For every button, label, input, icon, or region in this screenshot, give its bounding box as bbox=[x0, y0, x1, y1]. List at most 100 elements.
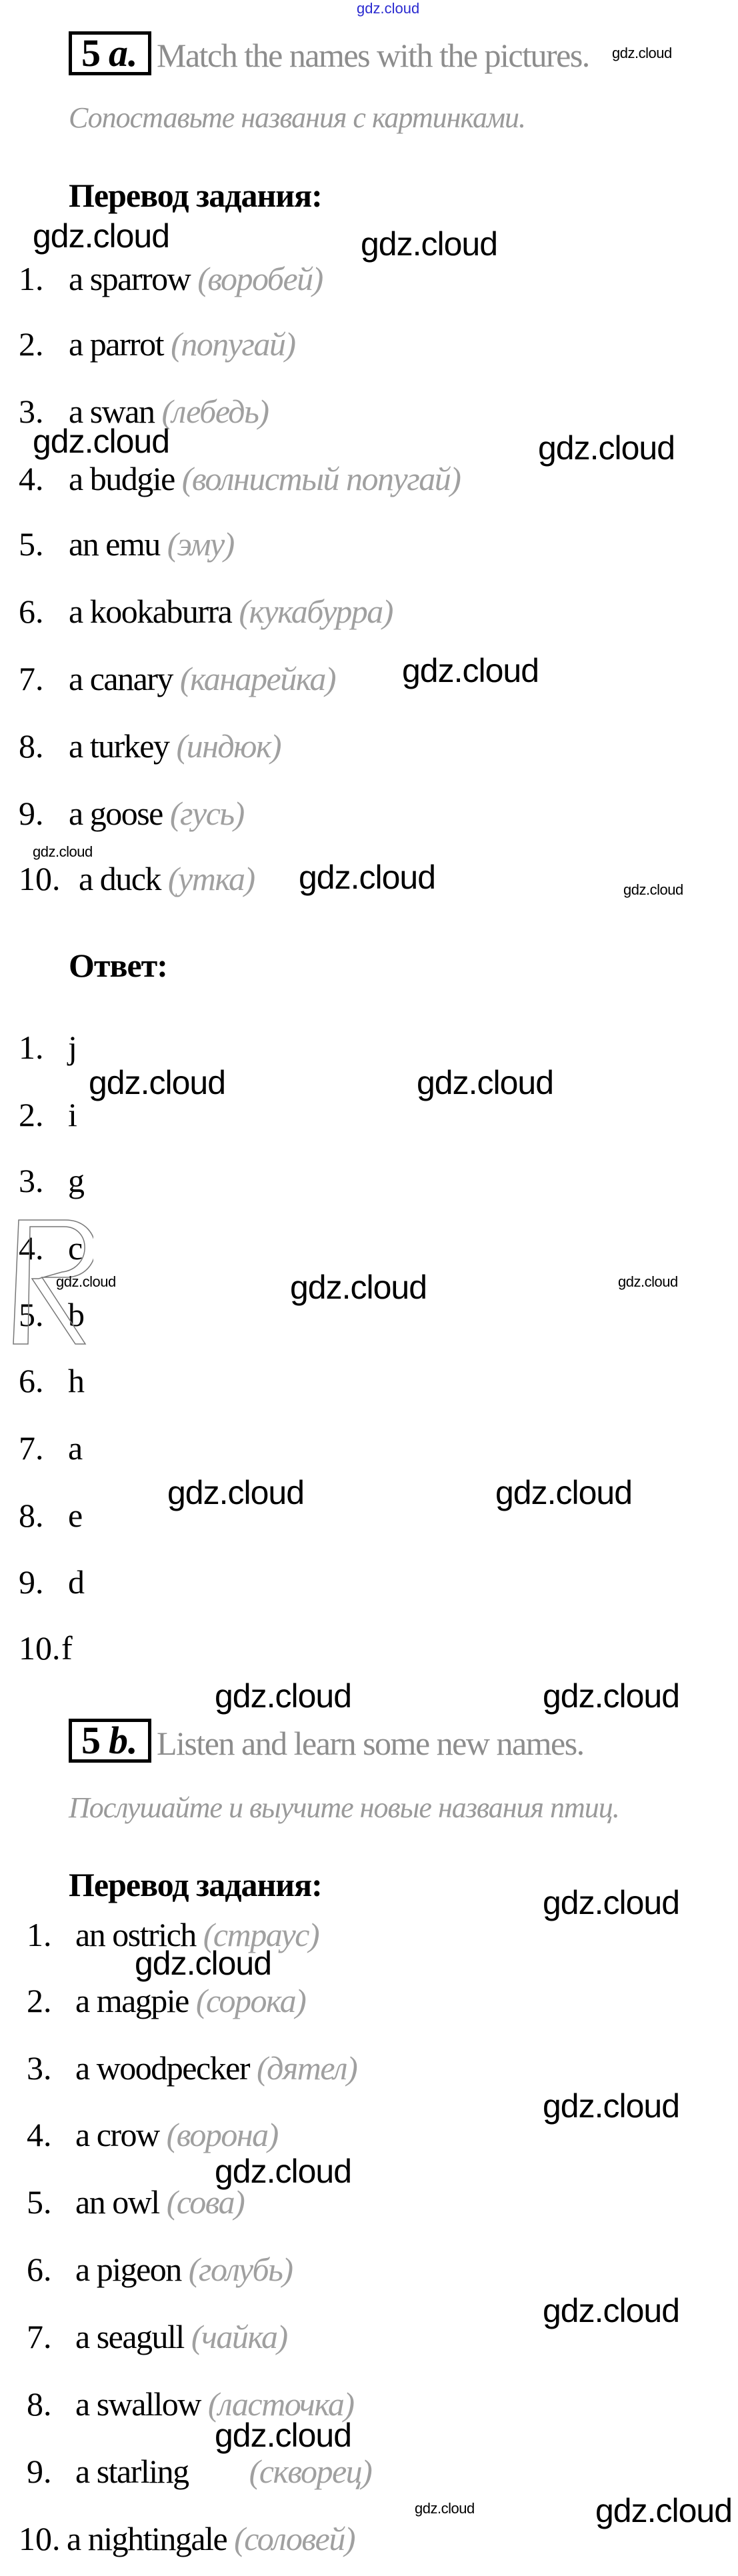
item-english: a swallow bbox=[75, 2385, 201, 2423]
list-item: a magpie (сорока) bbox=[75, 1982, 307, 2019]
list-item: a duck (утка) bbox=[79, 862, 255, 895]
item-number: 7. bbox=[27, 2318, 52, 2355]
answer-number: 6. bbox=[19, 1362, 44, 1399]
watermark: gdz.cloud bbox=[543, 2292, 680, 2329]
watermark: gdz.cloud bbox=[33, 423, 170, 460]
item-translation: (дятел) bbox=[257, 2049, 358, 2087]
item-number: 8. bbox=[27, 2385, 52, 2423]
item-translation: (ворона) bbox=[166, 2116, 279, 2153]
watermark: gdz.cloud bbox=[215, 1677, 352, 1715]
answer-number: 2. bbox=[19, 1096, 44, 1133]
item-number: 4. bbox=[27, 2116, 52, 2153]
translation-heading-5b: Перевод задания: bbox=[69, 1866, 323, 1903]
answer-value: g bbox=[68, 1162, 85, 1199]
watermark: gdz.cloud bbox=[215, 2153, 352, 2190]
exercise-number: 5 bbox=[81, 31, 101, 75]
r-logo-icon bbox=[13, 1219, 93, 1345]
item-number: 3. bbox=[27, 2049, 52, 2087]
item-number: 1. bbox=[27, 1916, 52, 1953]
item-number: 10. bbox=[19, 860, 61, 897]
item-english: a magpie bbox=[75, 1982, 189, 2019]
list-item: an ostrich (страус) bbox=[75, 1916, 320, 1953]
watermark: gdz.cloud bbox=[89, 1064, 226, 1101]
instruction-5a: Match the names with the pictures. bbox=[157, 37, 590, 74]
watermark: gdz.cloud bbox=[623, 881, 683, 898]
answer-number: 1. bbox=[19, 1029, 44, 1066]
item-english: a kookaburra bbox=[69, 593, 233, 630]
answer-number: 8. bbox=[19, 1497, 44, 1534]
item-number: 2. bbox=[19, 325, 44, 363]
answer-number: 9. bbox=[19, 1563, 44, 1601]
watermark: gdz.cloud bbox=[402, 652, 539, 689]
watermark: gdz.cloud bbox=[215, 2417, 352, 2454]
exercise-letter: a. bbox=[109, 31, 138, 75]
list-item: an emu (эму) bbox=[69, 525, 235, 563]
item-translation: (канарейка) bbox=[179, 660, 337, 697]
exercise-number: 5 bbox=[81, 1719, 101, 1762]
item-number: 7. bbox=[19, 660, 44, 697]
list-item: a swan (лебедь) bbox=[69, 393, 269, 430]
item-translation: (индюк) bbox=[176, 727, 281, 765]
answer-value: j bbox=[68, 1029, 77, 1066]
answer-number: 10. bbox=[19, 1629, 61, 1667]
list-item: an owl (сова) bbox=[75, 2185, 245, 2219]
item-translation: (гусь) bbox=[169, 795, 245, 832]
item-number: 8. bbox=[19, 727, 44, 765]
item-number: 1. bbox=[19, 260, 44, 297]
watermark: gdz.cloud bbox=[56, 1273, 116, 1290]
item-number: 6. bbox=[19, 593, 44, 630]
item-english: a goose bbox=[69, 795, 163, 832]
list-item: a sparrow (воробей) bbox=[69, 262, 323, 295]
list-item: a nightingale (соловей) bbox=[67, 2522, 355, 2555]
translation-heading-5a: Перевод задания: bbox=[69, 177, 323, 214]
answer-heading: Ответ: bbox=[69, 947, 168, 984]
instruction-ru-5a: Сопоставьте названия с картинками. bbox=[69, 101, 526, 134]
watermark: gdz.cloud bbox=[543, 1677, 680, 1715]
instruction-5b: Listen and learn some new names. bbox=[157, 1725, 585, 1762]
answer-value: i bbox=[68, 1096, 77, 1133]
exercise-letter: b. bbox=[109, 1719, 138, 1762]
item-translation: (голубь) bbox=[188, 2251, 293, 2288]
item-english: a nightingale bbox=[67, 2520, 228, 2557]
watermark: gdz.cloud bbox=[167, 1474, 305, 1511]
item-english: a budgie bbox=[69, 460, 175, 497]
answer-value: h bbox=[68, 1362, 85, 1399]
list-item: a seagull (чайка) bbox=[75, 2320, 288, 2353]
watermark: gdz.cloud bbox=[595, 2492, 733, 2529]
watermark: gdz.cloud bbox=[495, 1474, 633, 1511]
item-english: a woodpecker bbox=[75, 2049, 251, 2087]
watermark: gdz.cloud bbox=[33, 217, 170, 255]
answer-value: e bbox=[68, 1497, 83, 1534]
list-item: a swallow (ласточка) bbox=[75, 2385, 355, 2423]
item-english: a duck bbox=[79, 860, 161, 897]
item-english: a crow bbox=[75, 2116, 160, 2153]
watermark: gdz.cloud bbox=[290, 1269, 427, 1306]
instruction-ru-5b: Послушайте и выучите новые названия птиц… bbox=[69, 1791, 620, 1824]
item-translation: (сорока) bbox=[195, 1982, 307, 2019]
answer-number: 7. bbox=[19, 1429, 44, 1467]
item-number: 9. bbox=[27, 2453, 52, 2490]
item-translation: (лебедь) bbox=[161, 393, 269, 430]
item-english: a starling bbox=[75, 2453, 189, 2490]
watermark: gdz.cloud bbox=[618, 1273, 678, 1290]
item-translation: (воробей) bbox=[197, 260, 323, 297]
list-item: a canary (канарейка) bbox=[69, 660, 337, 697]
item-english: an ostrich bbox=[75, 1916, 197, 1953]
answer-value: b bbox=[68, 1296, 85, 1333]
list-item: a kookaburra (кукабурра) bbox=[69, 595, 393, 628]
item-number: 5. bbox=[19, 525, 44, 563]
list-item: a crow (ворона) bbox=[75, 2116, 279, 2153]
answer-value: f bbox=[61, 1629, 73, 1667]
watermark: gdz.cloud bbox=[299, 859, 436, 896]
item-english: an emu bbox=[69, 525, 161, 563]
item-translation: (ласточка) bbox=[207, 2385, 355, 2423]
list-item: a turkey (индюк) bbox=[69, 729, 281, 763]
watermark: gdz.cloud bbox=[543, 2087, 680, 2125]
watermark: gdz.cloud bbox=[135, 1945, 272, 1982]
watermark: gdz.cloud bbox=[543, 1884, 680, 1921]
item-translation: (волнистый попугай) bbox=[181, 460, 461, 497]
answer-value: d bbox=[68, 1563, 85, 1601]
watermark: gdz.cloud bbox=[417, 1064, 554, 1101]
